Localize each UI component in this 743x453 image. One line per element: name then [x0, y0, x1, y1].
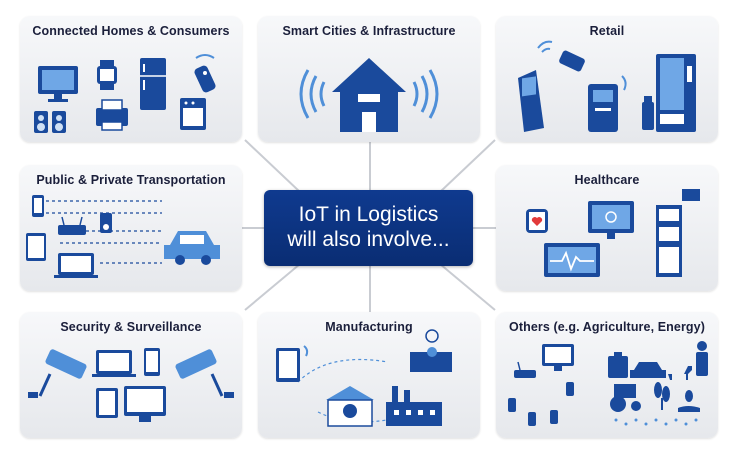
router-icon: [58, 216, 86, 235]
fridge-icon: [140, 58, 166, 110]
remote-control-icon: [194, 54, 216, 93]
control-desk-icon: [410, 329, 452, 372]
panel-title: Security & Surveillance: [60, 320, 202, 334]
monitor-icon: [542, 344, 574, 371]
vending-machine-icon: [656, 54, 696, 132]
wheat-icon: [654, 382, 670, 410]
panel-healthcare: Healthcare: [496, 165, 718, 291]
healthcare-illustration: [526, 189, 700, 277]
cctv-camera-right-icon: [175, 349, 234, 398]
center-hub-box: IoT in Logistics will also involve...: [264, 190, 473, 266]
retail-illustration: [518, 40, 696, 132]
farmer-icon: [696, 341, 708, 376]
tablet-icon: [96, 388, 118, 418]
oven-icon: [180, 98, 206, 130]
hand-plant-icon: [678, 390, 700, 412]
security-illustration: [28, 348, 234, 422]
flow-dashes: [297, 359, 419, 423]
heart-watch-icon: [526, 209, 548, 233]
dog-icon: [668, 366, 692, 380]
car-icon: [164, 231, 220, 265]
wifi-right-icon: [412, 69, 439, 119]
warehouse-icon: [326, 386, 374, 427]
panel-title: Healthcare: [574, 173, 640, 187]
printer-icon: [96, 99, 128, 131]
heartbeat-monitor-icon: [544, 243, 600, 277]
connected-homes-illustration: [34, 54, 216, 133]
panel-others: Others (e.g. Agriculture, Energy): [496, 312, 718, 438]
atm-icon: [588, 75, 627, 132]
panel-title: Manufacturing: [325, 320, 413, 334]
cctv-camera-left-icon: [28, 349, 87, 398]
connection-dashes: [46, 200, 162, 264]
panel-connected-homes: Connected Homes & Consumers: [20, 16, 242, 142]
tractor-icon: [610, 384, 641, 412]
medical-cabinet-icon: [656, 189, 700, 277]
panel-title: Public & Private Transportation: [36, 173, 226, 187]
music-player-icon: [100, 213, 112, 233]
tv-icon: [38, 66, 78, 102]
smart-house-icon: [332, 58, 406, 132]
touch-monitor-icon: [588, 201, 634, 239]
tablet-icon: [26, 233, 46, 261]
panel-title: Smart Cities & Infrastructure: [282, 24, 456, 38]
tablet-icon: [276, 345, 309, 382]
transportation-illustration: [26, 195, 220, 278]
car-icon: [630, 362, 666, 378]
phone-icon: [32, 195, 44, 217]
smartwatch-icon: [97, 60, 117, 90]
kiosk-icon: [518, 70, 544, 132]
panel-manufacturing: Manufacturing: [258, 312, 480, 438]
smart-cities-illustration: [299, 58, 439, 132]
speaker-icon: [34, 111, 66, 133]
panel-title: Connected Homes & Consumers: [32, 24, 230, 38]
center-line-2: will also involve...: [287, 228, 450, 251]
card-reader-icon: [537, 40, 585, 72]
panel-title: Others (e.g. Agriculture, Energy): [509, 320, 705, 334]
cash-register-icon: [642, 96, 654, 130]
factory-icon: [386, 386, 442, 426]
phone-icon: [144, 348, 160, 376]
monitor-icon: [124, 386, 166, 422]
laptop-icon: [92, 350, 136, 377]
sensor-devices-icon: [508, 382, 574, 426]
luggage-icon: [608, 352, 628, 378]
laptop-icon: [54, 253, 98, 278]
field-dots: [614, 418, 698, 426]
center-line-1: IoT in Logistics: [298, 203, 439, 226]
router-icon: [514, 361, 536, 378]
panel-security: Security & Surveillance: [20, 312, 242, 438]
panel-smart-cities: Smart Cities & Infrastructure: [258, 16, 480, 142]
panel-transportation: Public & Private Transportation: [20, 165, 242, 291]
panel-retail: Retail: [496, 16, 718, 142]
wifi-left-icon: [299, 69, 326, 119]
others-illustration: [508, 341, 708, 426]
panel-title: Retail: [589, 24, 625, 38]
manufacturing-illustration: [276, 329, 452, 427]
